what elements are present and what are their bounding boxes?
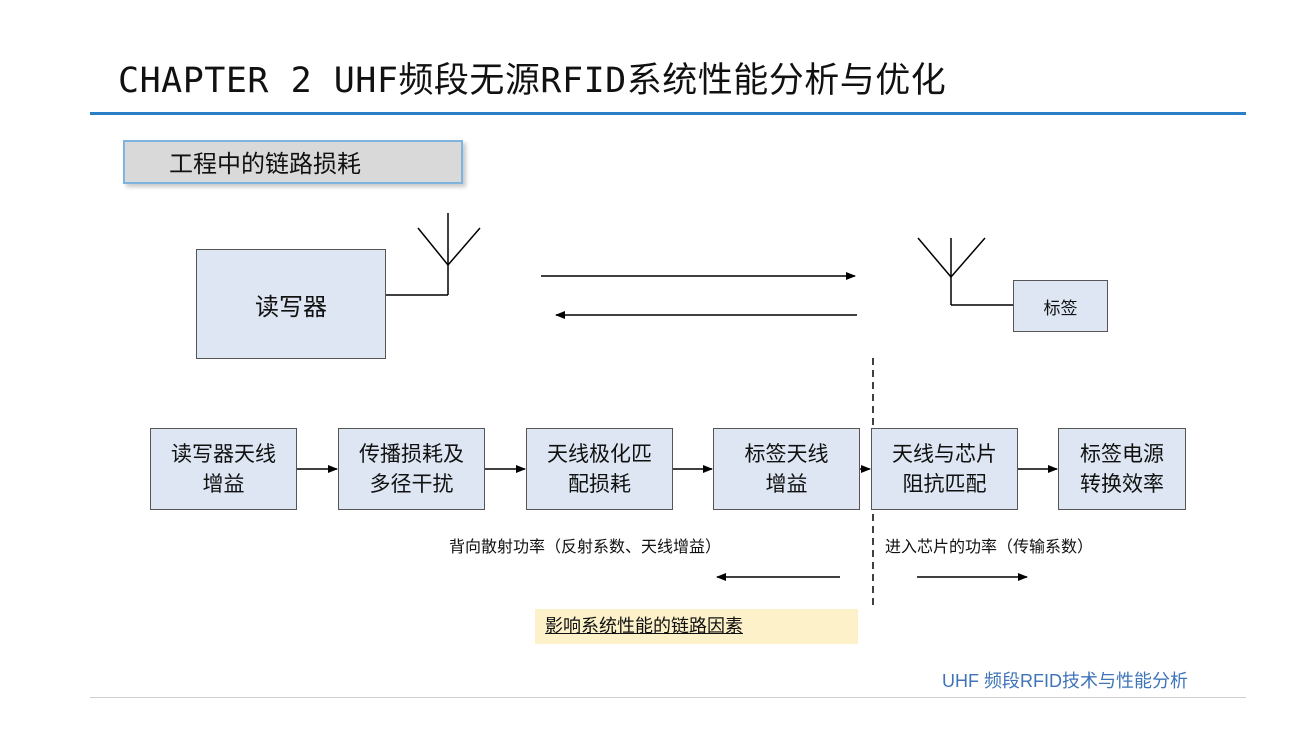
chain-line: 转换效率: [1080, 472, 1164, 496]
chain-block-polarization-loss: 天线极化匹配损耗: [526, 428, 673, 510]
link-factors-label[interactable]: 影响系统性能的链路因素: [535, 609, 858, 644]
chain-line: 传播损耗及: [359, 442, 464, 466]
footer-text: UHF 频段RFID技术与性能分析: [942, 671, 1188, 691]
chain-block-impedance-match: 天线与芯片阻抗匹配: [871, 428, 1018, 510]
title-divider: [90, 112, 1246, 115]
footer-divider: [90, 697, 1246, 698]
chain-block-tag-antenna-gain: 标签天线增益: [713, 428, 860, 510]
tag-box: 标签: [1013, 280, 1108, 332]
chip-power-caption: 进入芯片的功率（传输系数）: [885, 537, 1094, 556]
chain-line: 标签电源: [1080, 442, 1164, 466]
slide-title: CHAPTER 2 UHF频段无源RFID系统性能分析与优化: [118, 61, 947, 101]
tag-antenna-icon: [917, 237, 1013, 306]
chain-line: 天线极化匹: [547, 442, 652, 466]
chain-block-reader-antenna-gain: 读写器天线增益: [150, 428, 297, 510]
chain-line: 阻抗匹配: [902, 472, 987, 496]
chain-line: 标签天线: [744, 442, 829, 466]
chain-line: 增益: [765, 472, 808, 496]
backscatter-caption: 背向散射功率（反射系数、天线增益）: [449, 537, 722, 556]
chain-line: 多径干扰: [369, 472, 454, 496]
chain-line: 读写器天线: [171, 442, 276, 466]
section-heading: 工程中的链路损耗: [123, 140, 463, 184]
chain-block-power-conversion: 标签电源转换效率: [1058, 428, 1186, 510]
chain-line: 配损耗: [568, 472, 631, 496]
chain-block-propagation-loss: 传播损耗及多径干扰: [338, 428, 485, 510]
chain-line: 天线与芯片: [892, 442, 997, 466]
reader-antenna-icon: [386, 213, 481, 296]
reader-box: 读写器: [196, 249, 386, 359]
chain-line: 增益: [202, 472, 245, 496]
